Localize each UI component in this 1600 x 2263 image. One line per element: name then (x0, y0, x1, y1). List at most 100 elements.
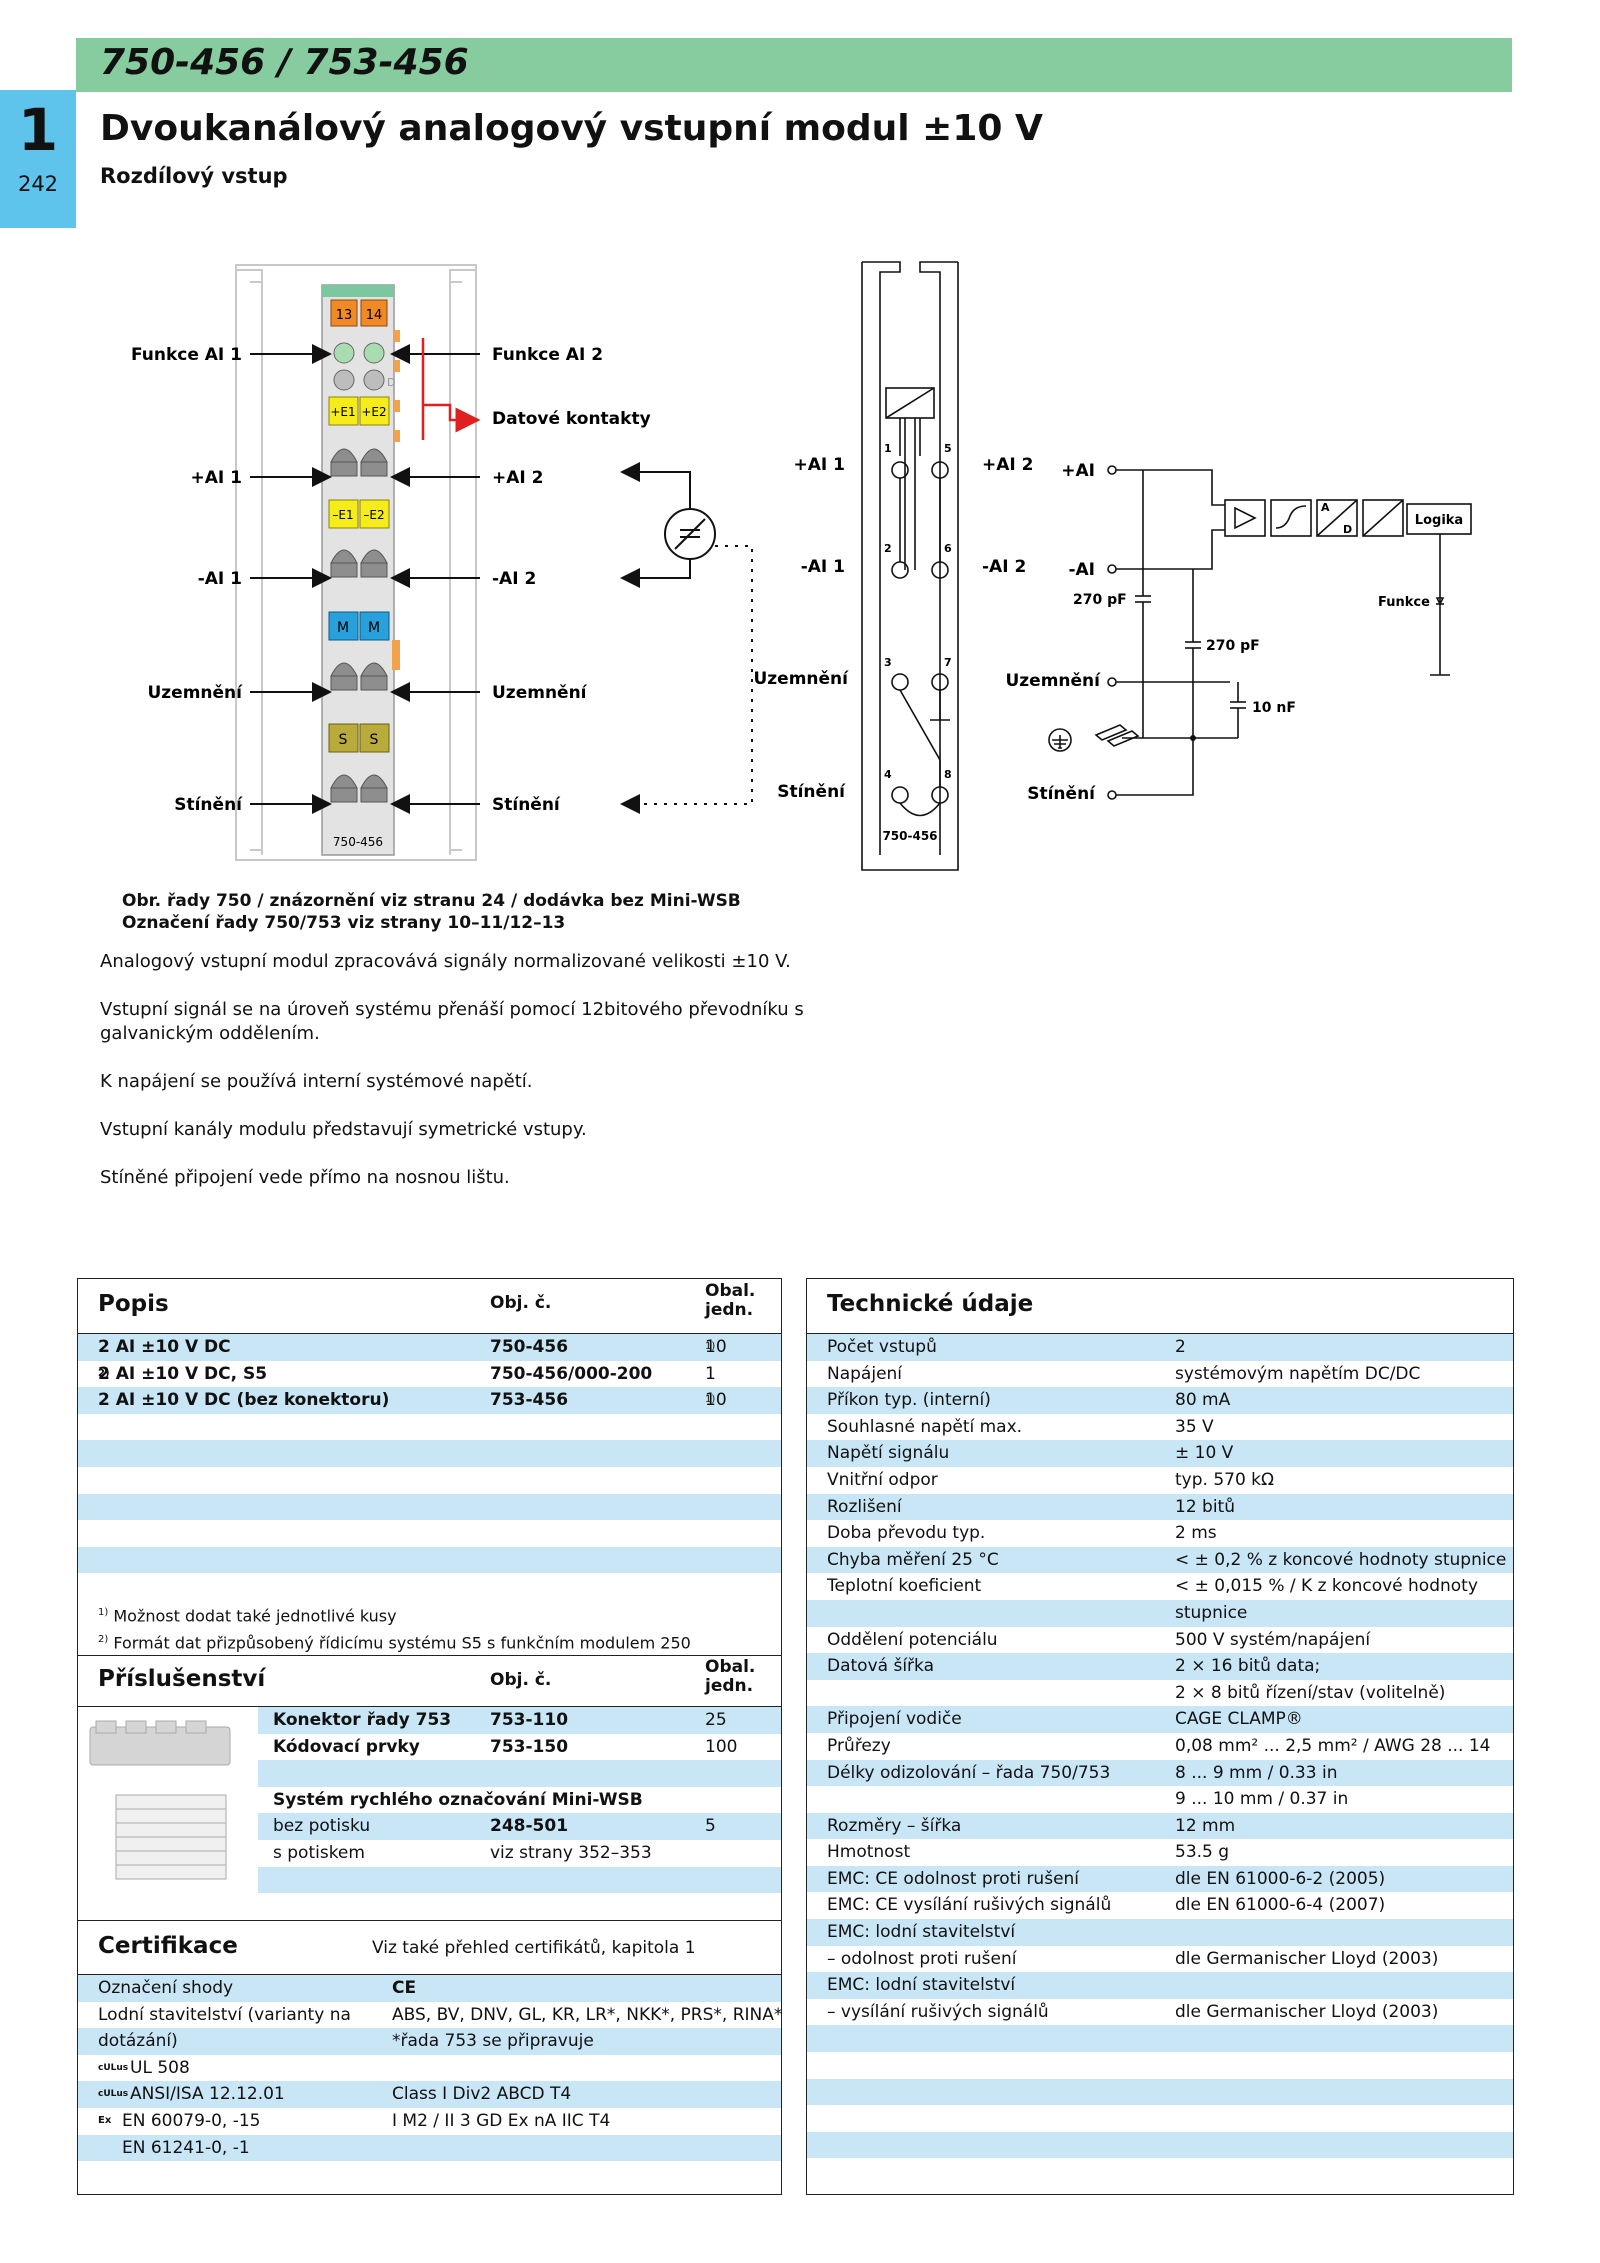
svg-text:+E1: +E1 (330, 405, 355, 419)
table-row (78, 1413, 781, 1441)
tech-value: dle EN 61000-6-4 (2007) (1175, 1895, 1386, 1916)
table-row: Souhlasné napětí max.35 V (807, 1413, 1513, 1441)
table-row (807, 2105, 1513, 2132)
table-row: Lodní stavitelství (varianty na ABS, BV,… (78, 2001, 782, 2029)
tech-value: 12 bitů (1175, 1496, 1235, 1517)
table-row: 9 ... 10 mm / 0.37 in (807, 1786, 1513, 1813)
tech-label: Průřezy (827, 1735, 891, 1756)
table-row: stupnice (807, 1599, 1513, 1627)
table-row: Ex EN 60079-0, -15 I M2 / II 3 GD Ex nA … (78, 2107, 781, 2135)
table-row: 2 AI ±10 V DC, S5 2) 750-456/000-200 1 (78, 1360, 781, 1388)
tech-value: CAGE CLAMP® (1175, 1709, 1303, 1730)
tech-label: Počet vstupů (827, 1337, 937, 1357)
certifikace-header: Certifikace Viz také přehled certifikátů… (78, 1920, 781, 1975)
svg-text:5: 5 (944, 442, 952, 455)
tech-value: 9 ... 10 mm / 0.37 in (1175, 1789, 1349, 1810)
internal-circuit (1048, 465, 1472, 800)
connection-diagram: 13 14 D +E1 +E2 –E1 – (131, 261, 1472, 871)
cap2-label: 270 pF (1206, 638, 1260, 654)
tech-value: 2 ms (1175, 1523, 1217, 1544)
svg-text:–E2: –E2 (363, 508, 384, 522)
tech-label: Délky odizolování – řada 750/753 (827, 1762, 1111, 1783)
table-row (78, 1893, 781, 1920)
tech-label: Chyba měření 25 °C (827, 1549, 999, 1570)
tech-label: EMC: lodní stavitelství (827, 1975, 1016, 1996)
tech-label: Doba převodu typ. (827, 1523, 986, 1544)
tech-label: – odolnost proti rušení (827, 1948, 1017, 1969)
schematic-module-label: 750-456 (882, 829, 937, 843)
table-row: Označení shody CE (78, 1975, 781, 2002)
tech-value: dle Germanischer Lloyd (2003) (1175, 1948, 1439, 1969)
tech-value: systémovým napětím DC/DC (1175, 1363, 1421, 1384)
cap3-label: 10 nF (1252, 700, 1296, 716)
table-row: – odolnost proti rušení dle Germanischer … (807, 1945, 1513, 1973)
table-row: EMC: lodní stavitelství (807, 1972, 1513, 1999)
ul-mark-icon: cULus (98, 2062, 129, 2073)
title-bar (76, 38, 1512, 92)
circ-stineni: Stínění (1027, 784, 1096, 804)
schematic-module (861, 261, 959, 871)
svg-text:13: 13 (336, 308, 353, 323)
table-row: Délky odizolování – řada 750/753 8 ... 9 … (807, 1759, 1513, 1787)
label-ai1-minus: -AI 1 (198, 569, 242, 589)
tech-label: Teplotní koeficient (827, 1576, 982, 1597)
table-row (807, 2131, 1513, 2159)
svg-text:6: 6 (944, 542, 952, 555)
adc-a: A (1321, 501, 1330, 514)
tech-label: Napětí signálu (827, 1443, 950, 1464)
table-row (807, 2078, 1513, 2106)
body-paragraph: Analogový vstupní modul zpracovává signá… (100, 951, 791, 972)
svg-text:M: M (337, 620, 349, 636)
table-row: Příkon typ. (interní)80 mA (807, 1387, 1513, 1414)
body-paragraph: Vstupní kanály modulu představují symetr… (100, 1119, 587, 1140)
tech-value: 8 ... 9 mm / 0.33 in (1175, 1762, 1338, 1783)
tech-value: < ± 0,015 % / K z koncové hodnoty (1175, 1576, 1478, 1597)
tech-value: typ. 570 kΩ (1175, 1469, 1275, 1490)
order-panel: Popis Obj. č. Obal.jedn. 2 AI ±10 V DC 7… (77, 1278, 782, 2195)
table-row (78, 1573, 781, 1600)
data-contacts (392, 330, 400, 670)
table-row (78, 1546, 781, 1574)
tech-label: Příkon typ. (interní) (827, 1390, 991, 1411)
table-row: cULus UL 508 (78, 2054, 781, 2082)
svg-text:S: S (370, 732, 379, 748)
terminal-s: S S (328, 723, 390, 753)
table-row (78, 1466, 781, 1494)
technicke-header: Technické údaje (807, 1279, 1513, 1334)
table-row (78, 1520, 781, 1547)
table-row: Doba převodu typ. 2 ms (807, 1520, 1513, 1547)
tech-label: EMC: lodní stavitelství (827, 1922, 1016, 1943)
body-paragraph: Stíněné připojení vede přímo na nosnou l… (100, 1167, 510, 1188)
table-row: 2 × 8 bitů řízení/stav (volitelně) (807, 1679, 1513, 1707)
label-datove-kontakty: Datové kontakty (492, 409, 651, 429)
module-label: 750-456 (333, 835, 383, 849)
left-annotations (250, 344, 332, 814)
junction-dot (1190, 735, 1196, 741)
label-funkce-ai2: Funkce AI 2 (492, 345, 603, 365)
tech-value: 2 × 8 bitů řízení/stav (volitelně) (1175, 1682, 1446, 1703)
tech-label: Vnitřní odpor (827, 1469, 938, 1490)
svg-text:4: 4 (884, 768, 892, 781)
tech-value: 500 V systém/napájení (1175, 1629, 1371, 1650)
terminal-e-minus: –E1 –E2 (328, 499, 390, 529)
table-row (807, 2025, 1513, 2053)
terminal-e-plus: +E1 +E2 (328, 396, 390, 426)
label-stineni-left: Stínění (174, 795, 243, 815)
label-uzemneni-left: Uzemnění (147, 683, 243, 703)
accessory-images (78, 1707, 258, 1893)
tech-label: Rozměry – šířka (827, 1815, 962, 1836)
footnote-2: 2) Formát dat přizpůsobený řídicímu syst… (98, 1633, 691, 1653)
chapter-number: 1 (17, 96, 59, 164)
svg-text:–E1: –E1 (332, 508, 353, 522)
adc-d: D (1343, 523, 1352, 536)
svg-text:D: D (387, 376, 395, 389)
tech-label: EMC: CE odolnost proti rušení (827, 1868, 1080, 1889)
table-row: EMC: lodní stavitelství (807, 1919, 1513, 1946)
tech-label: EMC: CE vysílání rušivých signálů (827, 1895, 1112, 1916)
